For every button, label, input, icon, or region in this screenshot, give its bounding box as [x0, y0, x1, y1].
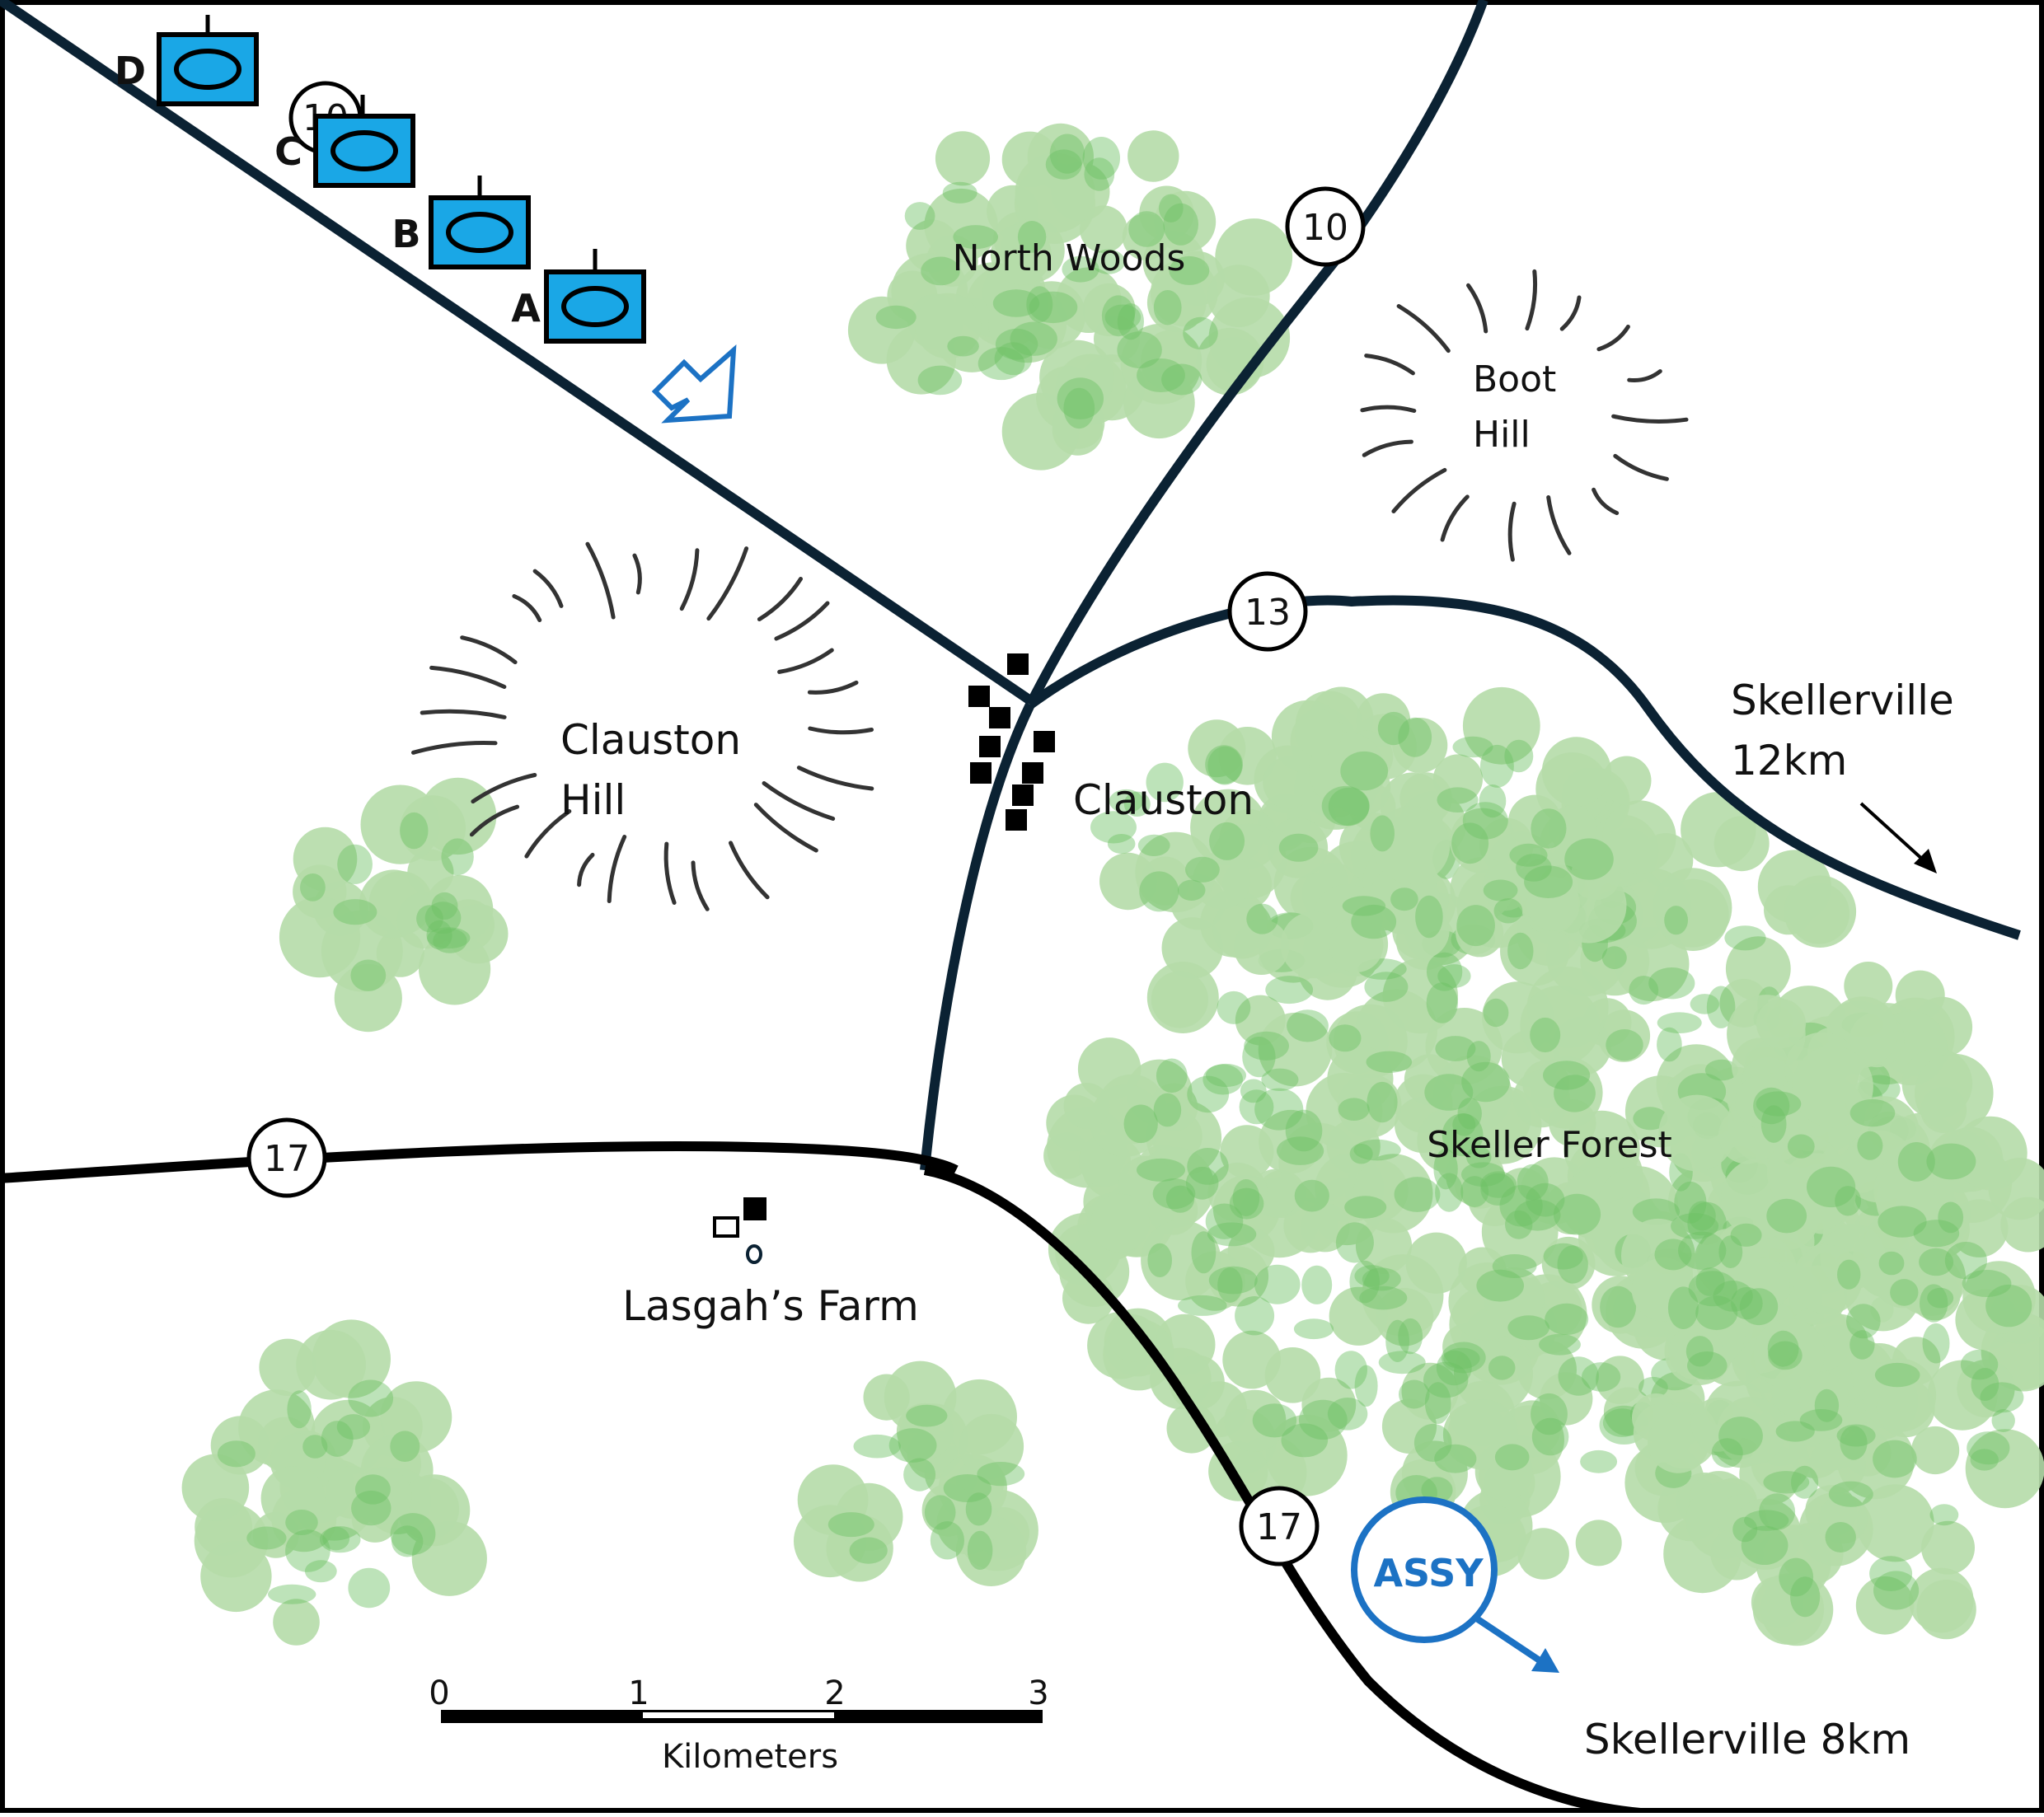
svg-text:C: C [274, 129, 302, 174]
label-north-woods: North Woods [953, 237, 1186, 279]
route-marker-17-south: 17 [1241, 1488, 1317, 1564]
label-boot-hill-1: Boot [1473, 358, 1556, 400]
route-marker-13: 13 [1230, 574, 1306, 649]
scale-tick-3: 3 [1028, 1674, 1048, 1712]
svg-text:D: D [115, 49, 146, 93]
label-clauston-hill-1: Clauston [560, 716, 741, 764]
label-skeller-forest: Skeller Forest [1427, 1124, 1672, 1166]
svg-text:B: B [391, 212, 420, 256]
label-skellerville-ne-1: Skellerville [1731, 677, 1954, 724]
label-lasgahs-farm: Lasgah’s Farm [622, 1282, 919, 1330]
svg-text:13: 13 [1245, 592, 1291, 634]
scale-unit-label: Kilometers [662, 1738, 838, 1776]
label-clauston: Clauston [1073, 776, 1254, 824]
route-marker-17-west: 17 [249, 1120, 325, 1196]
svg-text:17: 17 [264, 1138, 310, 1180]
label-skellerville-se: Skellerville 8km [1584, 1716, 1910, 1763]
label-boot-hill-2: Hill [1473, 414, 1531, 456]
label-skellerville-ne-2: 12km [1731, 737, 1847, 784]
svg-text:A: A [511, 286, 541, 330]
scale-tick-2: 2 [824, 1674, 845, 1712]
scale-tick-0: 0 [429, 1674, 449, 1712]
svg-text:10: 10 [1302, 207, 1348, 249]
svg-text:ASSY: ASSY [1373, 1551, 1484, 1595]
scale-tick-1: 1 [628, 1674, 649, 1712]
route-marker-10: 10 [1287, 189, 1363, 265]
label-clauston-hill-2: Hill [560, 776, 626, 824]
svg-text:17: 17 [1256, 1506, 1302, 1548]
